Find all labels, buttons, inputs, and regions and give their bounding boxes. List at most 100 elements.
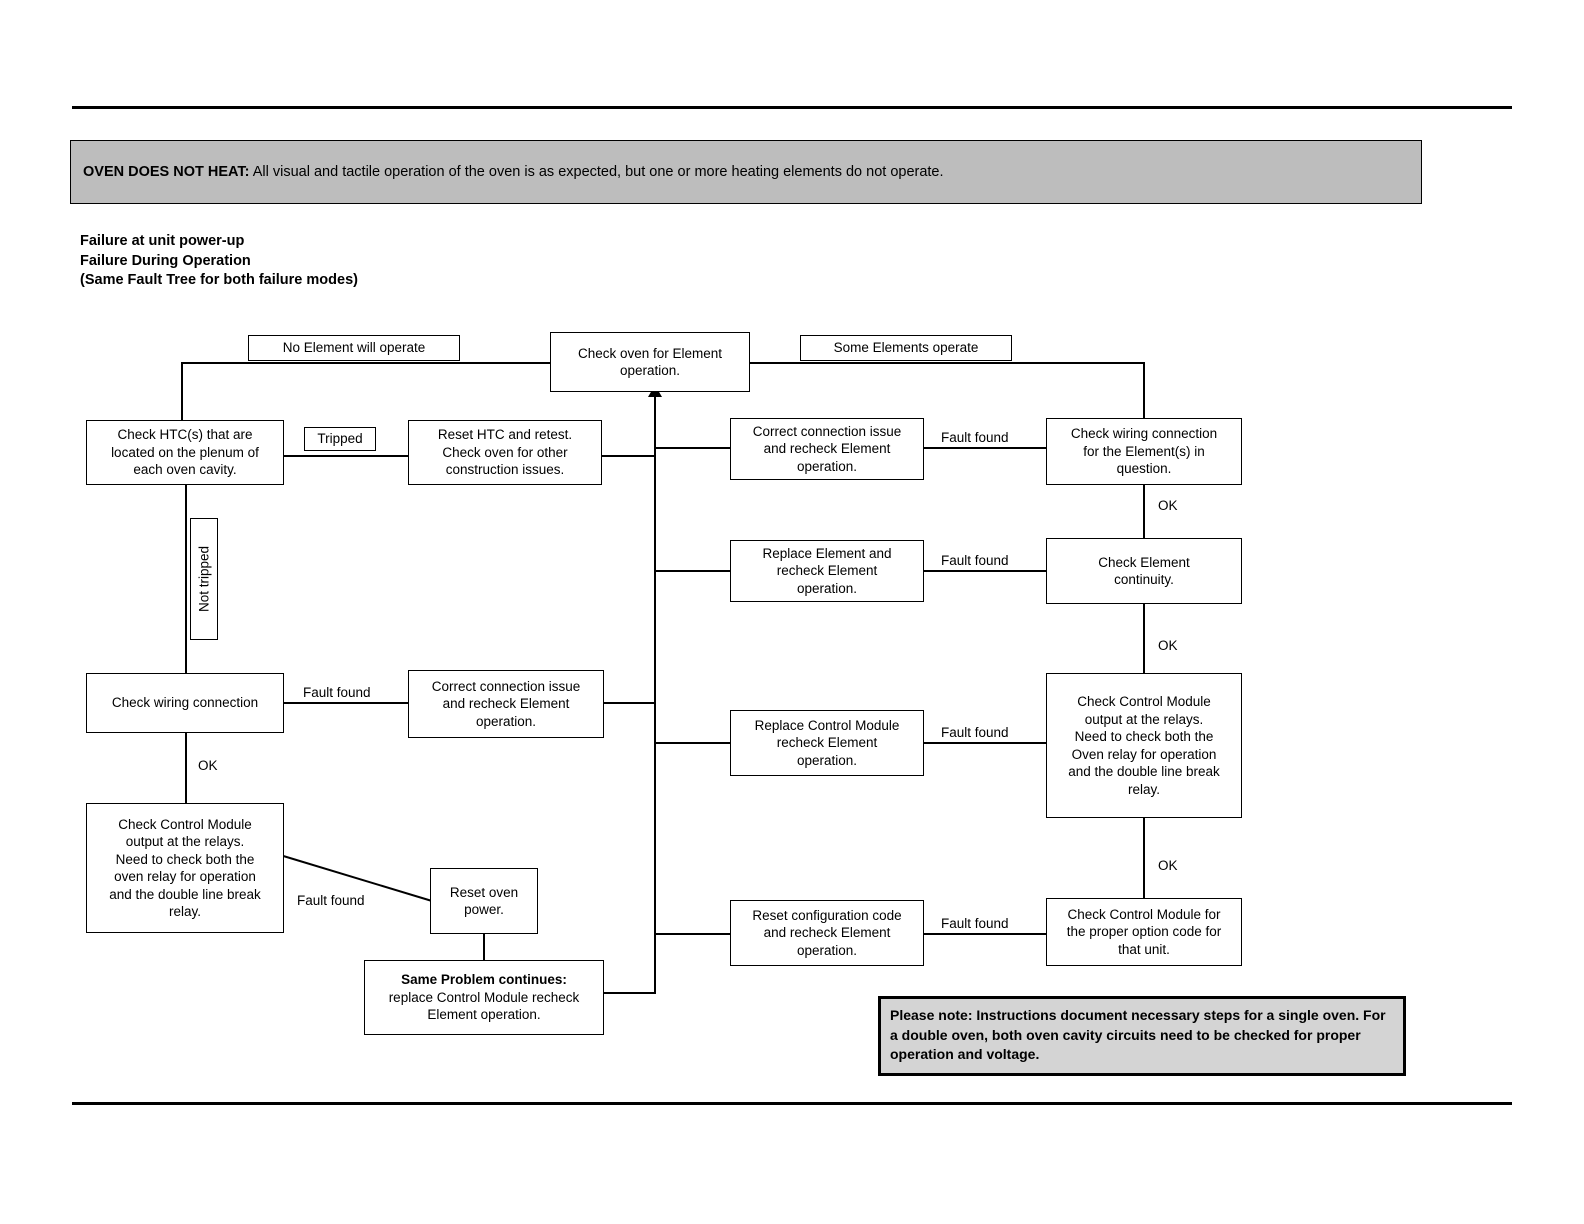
node-right-check-control-module[interactable]: Check Control Module output at the relay…	[1046, 673, 1242, 818]
node-replace-element-line-1: Replace Element and	[762, 545, 892, 561]
node-check-oven-line-2: operation.	[619, 363, 681, 378]
banner-body: All visual and tactile operation of the …	[249, 164, 944, 180]
node-reset-power-line-1: Reset oven	[449, 884, 519, 900]
connector-left-drop	[181, 362, 183, 420]
node-replace-control-module[interactable]: Replace Control Module recheck Element o…	[730, 710, 924, 776]
node-reset-power-line-2: power.	[464, 902, 504, 917]
subtitle-line-3: (Same Fault Tree for both failure modes)	[80, 272, 358, 288]
node-reset-htc-line-2: Check oven for other	[442, 444, 568, 460]
node-left-check-wiring-label: Check wiring connection	[111, 695, 259, 711]
node-replace-control-line-1: Replace Control Module	[754, 717, 900, 733]
connector-trunk-replacecontrol	[654, 742, 730, 744]
node-left-correct-line-3: operation.	[475, 713, 537, 729]
node-check-htc-line-1: Check HTC(s) that are	[117, 427, 253, 443]
node-check-htc-line-2: located on the plenum of	[111, 444, 259, 460]
connector-ok-2	[1143, 604, 1145, 674]
label-ok-3: OK	[1155, 858, 1181, 874]
node-right-control-line-6: relay.	[1127, 781, 1160, 797]
label-left-fault-found: Fault found	[300, 685, 374, 701]
banner-text: OVEN DOES NOT HEAT: All visual and tacti…	[83, 163, 944, 181]
node-right-correct-line-2: and recheck Element	[763, 441, 891, 457]
node-replace-control-line-3: operation.	[796, 752, 858, 768]
node-left-check-control-module[interactable]: Check Control Module output at the relay…	[86, 803, 284, 933]
node-reset-htc-line-3: construction issues.	[445, 462, 565, 478]
connector-trunk-resetconfig	[654, 933, 730, 935]
node-right-correct-line-3: operation.	[796, 458, 858, 474]
node-right-correct-connection[interactable]: Correct connection issue and recheck Ele…	[730, 418, 924, 480]
connector-trunk-replaceelem	[654, 570, 730, 572]
node-left-correct-connection[interactable]: Correct connection issue and recheck Ele…	[408, 670, 604, 738]
node-right-correct-line-1: Correct connection issue	[752, 423, 902, 439]
node-right-control-line-3: Need to check both the	[1074, 729, 1214, 744]
connector-leftcorrect-to-trunk	[602, 702, 656, 704]
subtitle-line-1: Failure at unit power-up	[80, 233, 245, 249]
node-replace-element[interactable]: Replace Element and recheck Element oper…	[730, 540, 924, 602]
node-left-correct-line-1: Correct connection issue	[431, 678, 581, 694]
connector-ok-1	[1143, 485, 1145, 538]
node-left-correct-line-2: and recheck Element	[442, 696, 570, 712]
node-left-control-line-4: oven relay for operation	[114, 869, 256, 884]
node-replace-element-line-3: operation.	[796, 580, 858, 596]
header-rule	[72, 106, 1512, 109]
connector-continuity-fault	[924, 570, 1048, 572]
banner-title: OVEN DOES NOT HEAT:	[83, 164, 250, 180]
connector-right-drop	[1143, 362, 1145, 420]
connector-rightwiring-fault	[924, 447, 1048, 449]
node-reset-config-line-2: and recheck Element	[763, 925, 891, 941]
connector-leftwiring-to-correct	[284, 702, 410, 704]
connector-ok-3	[1143, 818, 1145, 898]
node-left-control-line-6: relay.	[168, 904, 201, 919]
node-right-wiring-line-2: for the Element(s) in	[1083, 443, 1205, 459]
node-check-oven-for-element[interactable]: Check oven for Element operation.	[550, 332, 750, 392]
connector-leftcontrol-to-resetpower	[279, 854, 433, 902]
node-check-htc-line-3: each oven cavity.	[133, 462, 237, 478]
node-right-wiring-line-1: Check wiring connection	[1070, 426, 1218, 442]
connector-rightcontrol-fault	[924, 742, 1048, 744]
node-reset-config-line-1: Reset configuration code	[752, 907, 902, 923]
node-continuity-line-2: continuity.	[1114, 572, 1174, 587]
node-check-option-code[interactable]: Check Control Module for the proper opti…	[1046, 898, 1242, 966]
connector-optioncode-fault	[924, 933, 1048, 935]
node-reset-htc-line-1: Reset HTC and retest.	[437, 427, 573, 443]
label-fault-found-1: Fault found	[938, 430, 1012, 446]
node-same-problem-line-3: Element operation.	[427, 1007, 541, 1023]
connector-resetpower-to-sameproblem	[483, 934, 485, 962]
node-check-htc[interactable]: Check HTC(s) that are located on the ple…	[86, 420, 284, 485]
node-left-check-wiring[interactable]: Check wiring connection	[86, 673, 284, 733]
label-not-tripped: Not tripped	[190, 518, 218, 640]
connector-trunk-rightcorrect	[654, 447, 730, 449]
connector-htc-nottripped	[185, 485, 187, 675]
label-left-ok: OK	[195, 758, 221, 774]
node-same-problem-line-1: Same Problem continues:	[401, 972, 567, 988]
node-option-code-line-1: Check Control Module for	[1067, 906, 1221, 922]
footer-rule	[72, 1102, 1512, 1105]
connector-central-trunk	[654, 392, 656, 992]
node-continuity-line-1: Check Element	[1098, 554, 1190, 570]
label-tripped: Tripped	[304, 427, 376, 451]
node-reset-htc[interactable]: Reset HTC and retest. Check oven for oth…	[408, 420, 602, 485]
node-right-check-wiring[interactable]: Check wiring connection for the Element(…	[1046, 418, 1242, 485]
node-reset-configuration-code[interactable]: Reset configuration code and recheck Ele…	[730, 900, 924, 966]
label-fault-found-4: Fault found	[938, 916, 1012, 932]
node-check-element-continuity[interactable]: Check Element continuity.	[1046, 538, 1242, 604]
please-note-text: Please note: Instructions document neces…	[890, 1007, 1386, 1062]
node-right-wiring-line-3: question.	[1116, 461, 1172, 477]
label-fault-found-3: Fault found	[938, 725, 1012, 741]
node-same-problem-continues[interactable]: Same Problem continues: replace Control …	[364, 960, 604, 1035]
node-left-control-line-1: Check Control Module	[118, 816, 252, 832]
node-left-control-line-5: and the double line break	[109, 886, 261, 902]
node-left-control-line-3: Need to check both the	[115, 851, 255, 867]
connector-sameproblem-right	[604, 992, 656, 994]
label-ok-2: OK	[1155, 638, 1181, 654]
label-ok-1: OK	[1155, 498, 1181, 514]
label-some-elements-operate: Some Elements operate	[800, 335, 1012, 361]
please-note-box: Please note: Instructions document neces…	[878, 996, 1406, 1076]
label-left-control-fault-found: Fault found	[297, 893, 365, 908]
node-same-problem-line-2: replace Control Module recheck	[388, 989, 580, 1005]
node-option-code-line-3: that unit.	[1118, 941, 1170, 957]
connector-leftwiring-ok	[185, 733, 187, 803]
node-reset-oven-power[interactable]: Reset oven power.	[430, 868, 538, 934]
node-right-control-line-5: and the double line break	[1068, 764, 1220, 779]
label-no-element-will-operate: No Element will operate	[248, 335, 460, 361]
